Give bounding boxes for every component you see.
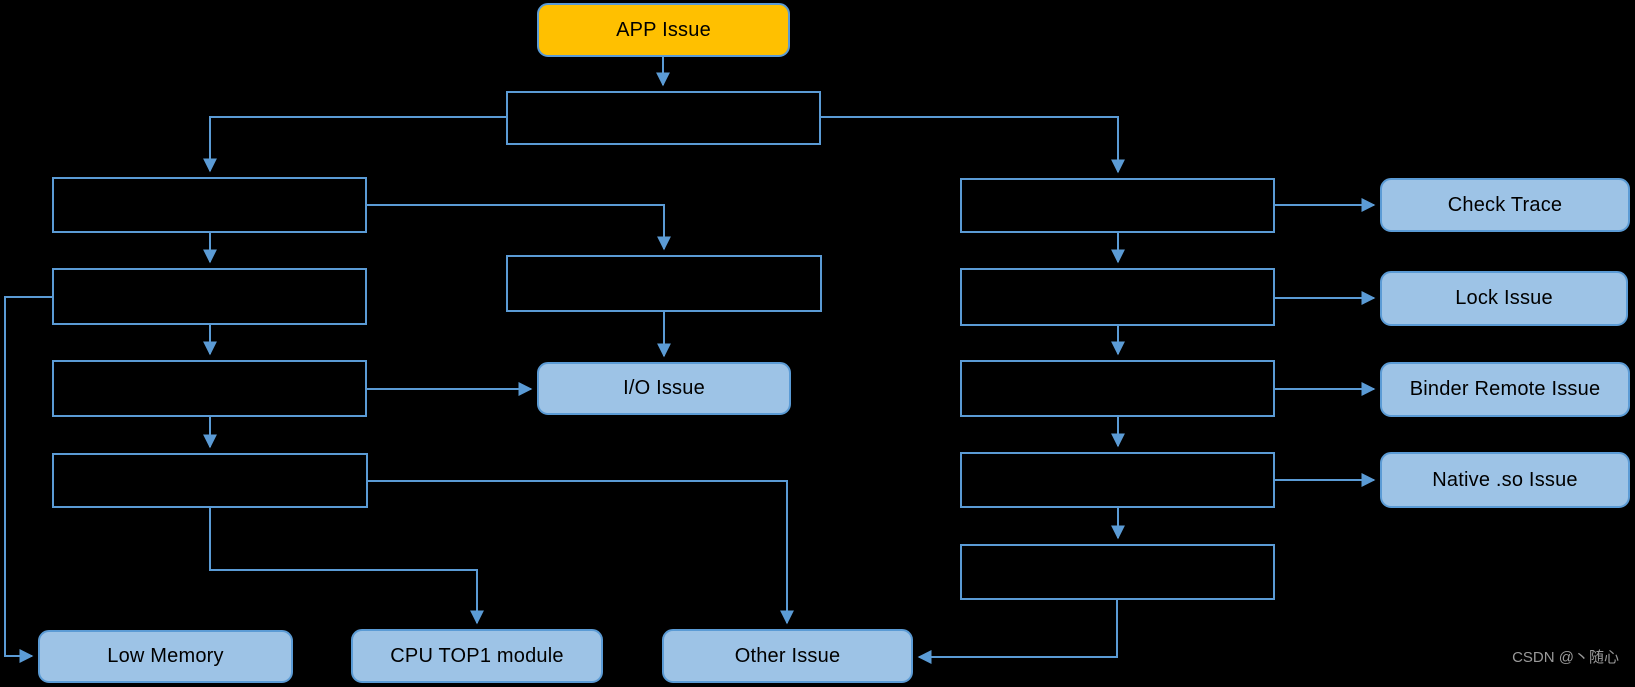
node-right-step-3 — [960, 360, 1275, 417]
node-cpu-top1-module: CPU TOP1 module — [351, 629, 603, 683]
node-right-step-1 — [960, 178, 1275, 233]
node-native-so-issue-label: Native .so Issue — [1432, 468, 1578, 491]
node-cpu-top1-module-label: CPU TOP1 module — [390, 644, 564, 667]
node-io-issue-label: I/O Issue — [623, 377, 705, 399]
node-left-step-1 — [52, 177, 367, 233]
connector-left2-to-low-memory — [4, 296, 52, 663]
connector-left4-to-cpu-top1 — [209, 508, 484, 625]
node-other-issue: Other Issue — [662, 629, 913, 683]
watermark: CSDN @丶随心 — [1512, 649, 1619, 666]
node-app-issue: APP Issue — [537, 3, 790, 57]
connector-left1-to-middle — [367, 204, 671, 251]
node-left-step-3 — [52, 360, 367, 417]
connector-hub-to-right1 — [821, 116, 1125, 174]
node-check-trace: Check Trace — [1380, 178, 1630, 232]
node-check-trace-label: Check Trace — [1447, 193, 1563, 216]
node-native-so-issue: Native .so Issue — [1380, 452, 1630, 508]
node-middle-step — [506, 255, 822, 312]
node-app-issue-label: APP Issue — [616, 18, 711, 41]
connector-left4-to-other-issue — [368, 480, 794, 625]
node-binder-remote-issue-label: Binder Remote Issue — [1409, 378, 1601, 400]
node-right-step-4 — [960, 452, 1275, 508]
node-triage-hub — [506, 91, 821, 145]
connector-right5-to-other-issue — [917, 600, 1118, 664]
node-left-step-2 — [52, 268, 367, 325]
node-low-memory-label: Low Memory — [107, 645, 224, 667]
node-lock-issue-label: Lock Issue — [1455, 287, 1553, 309]
node-left-step-4 — [52, 453, 368, 508]
node-io-issue: I/O Issue — [537, 362, 791, 415]
node-low-memory: Low Memory — [38, 630, 293, 683]
node-binder-remote-issue: Binder Remote Issue — [1380, 362, 1630, 417]
node-right-step-2 — [960, 268, 1275, 326]
connector-hub-to-left1 — [203, 116, 506, 173]
node-lock-issue: Lock Issue — [1380, 271, 1628, 326]
node-right-step-5 — [960, 544, 1275, 600]
node-other-issue-label: Other Issue — [734, 644, 841, 667]
